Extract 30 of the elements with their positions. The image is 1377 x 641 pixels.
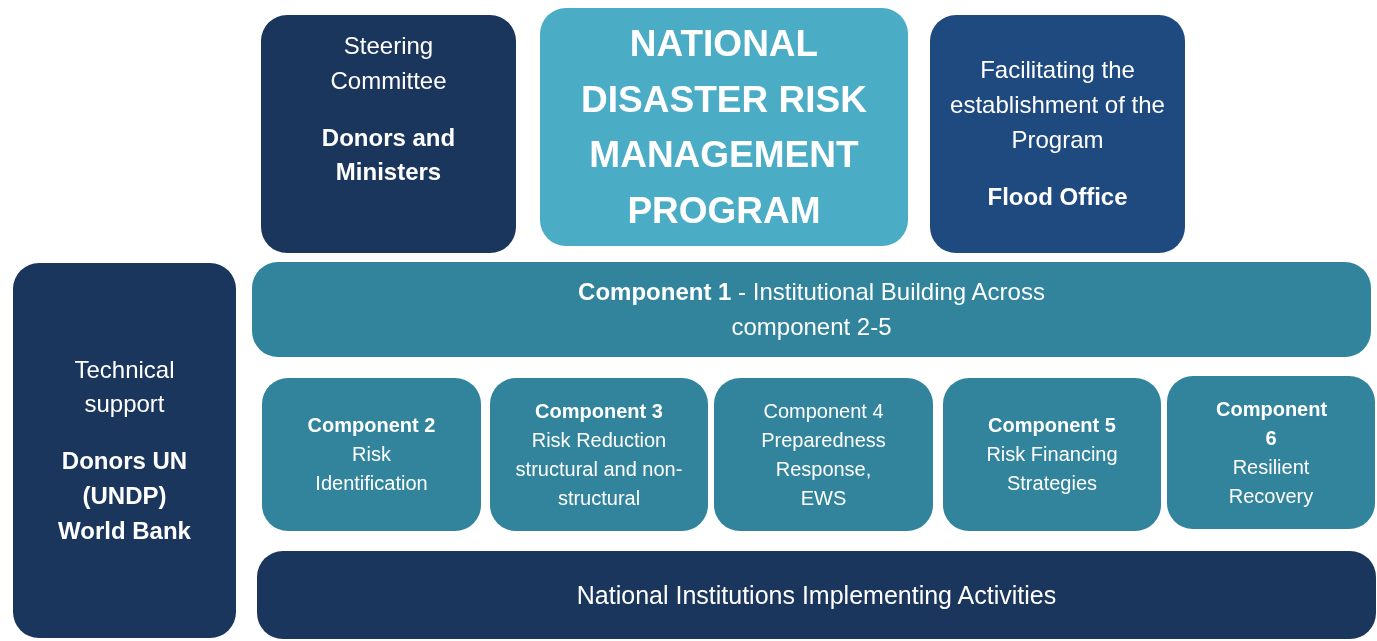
program-box [930,15,1185,253]
box-text: Risk Reduction structural and non-structural [514,427,684,511]
program-box [943,378,1161,531]
program-box [1167,376,1375,529]
program-box [540,8,908,246]
program-box [262,378,481,531]
box-text: Technical support [73,354,176,420]
box-text: Facilitating the establishment of the Program [950,55,1165,155]
box-text: Resilient Recovery [1227,454,1315,509]
program-box [714,378,933,531]
program-box [252,262,1371,357]
program-box [257,551,1376,639]
box-heading: Component 2 [307,413,436,438]
box-text: Risk Identification [314,442,429,496]
box-heading: Component 6 [1216,396,1326,451]
box-text: National Institutions Implementing Activities [576,579,1057,611]
box-heading: Component 5 [988,413,1116,438]
box-heading: Flood Office [987,181,1128,212]
program-box [261,15,516,253]
box-text: Component 1 - Institutional Building Across component 2-5 [577,276,1046,342]
box-heading: Donors UN (UNDP) World Bank [57,446,192,546]
program-box [490,378,708,531]
program-box [13,263,236,638]
box-text: Preparedness Response, EWS [760,427,887,511]
box-text: Steering Committee [329,31,448,96]
box-heading: NATIONAL DISASTER RISK MANAGEMENT PROGRAM [580,22,868,233]
box-heading: Donors and Ministers [320,122,457,188]
box-text: Component 4 [763,398,884,424]
box-heading: Component 3 [535,398,663,424]
box-text: Risk Financing Strategies [985,442,1119,496]
